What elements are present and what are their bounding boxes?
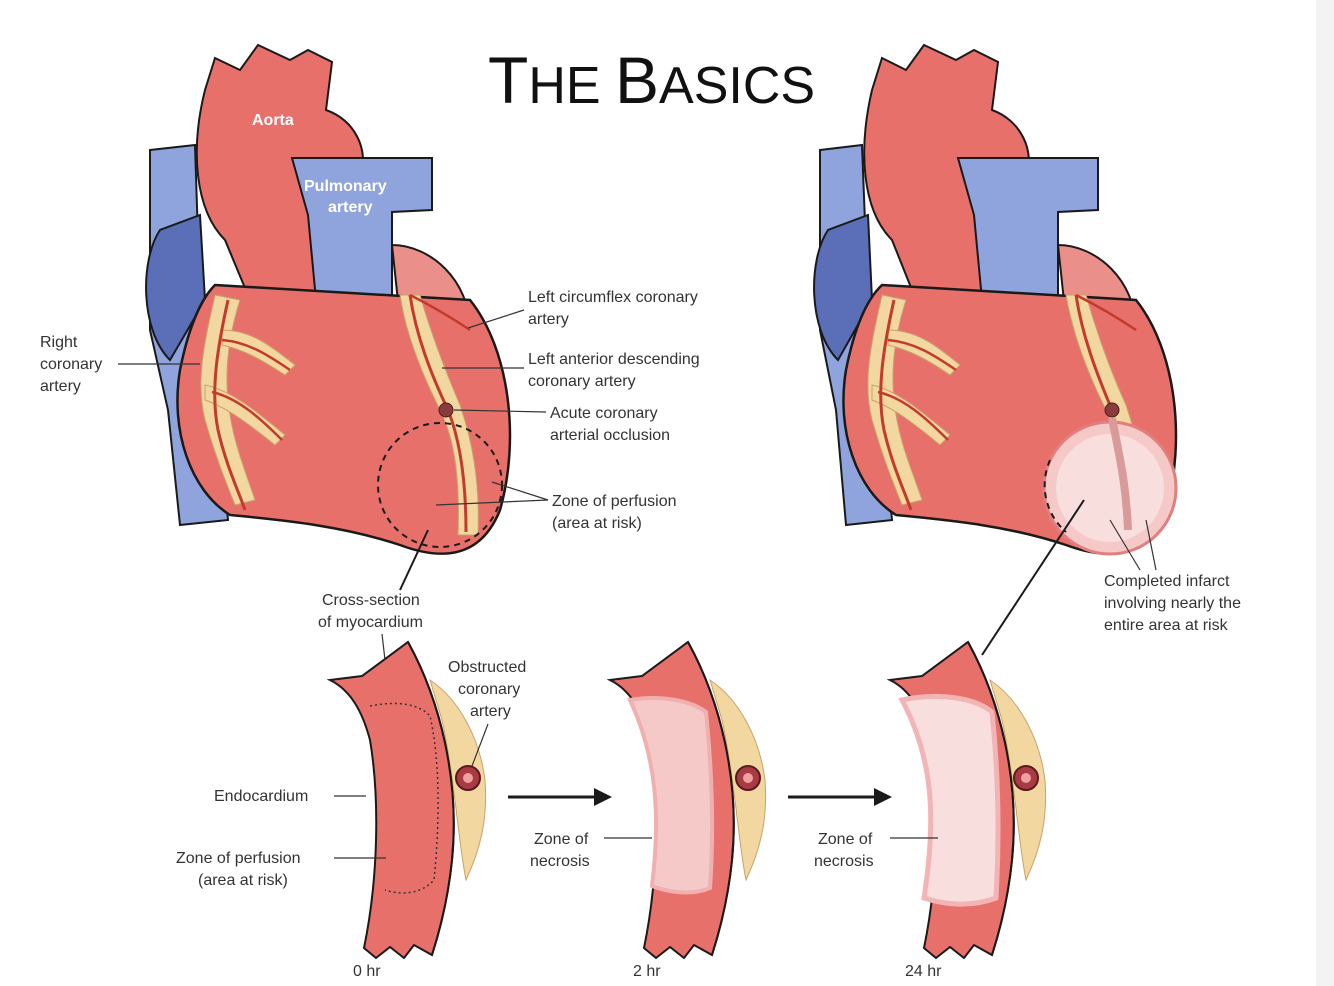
label-necrosis-b2: necrosis: [814, 853, 874, 870]
label-time-2: 2 hr: [633, 963, 661, 980]
leader-zone-perfusion-b: [435, 499, 549, 506]
fat-branch-right-2: [871, 384, 951, 446]
section-2hr-artery-lumen: [743, 773, 753, 783]
fat-branch-left-2: [204, 384, 286, 446]
leader-cross-section-down: [381, 633, 386, 661]
lad-artery-right: [1074, 294, 1114, 411]
right-coronary-artery-right: [879, 299, 913, 511]
arrow-2-to-24: [788, 788, 892, 806]
circumflex-artery-right: [1075, 293, 1137, 332]
infarct-dash-right: [1043, 459, 1067, 533]
label-zone-perfusion-2: (area at risk): [552, 515, 642, 532]
infarct-vessel-right: [1108, 417, 1132, 531]
rca-branch-right: [877, 338, 957, 441]
label-zone-perfusion-b2: (area at risk): [198, 872, 288, 889]
label-right-coronary-2: coronary: [40, 356, 102, 373]
label-obstructed-1: Obstructed: [448, 659, 526, 676]
left-heart: [145, 43, 512, 555]
slide-edge: [1316, 0, 1334, 986]
label-completed-1: Completed infarct: [1104, 573, 1230, 590]
title-first-big: T: [488, 43, 528, 117]
fat-right-coronary-right: [867, 294, 923, 506]
leader-obstructed: [471, 723, 489, 767]
label-time-0: 0 hr: [353, 963, 381, 980]
label-necrosis-a2: necrosis: [530, 853, 590, 870]
fat-lad-left: [399, 294, 479, 536]
occlusion-marker-right: [1104, 402, 1120, 418]
label-aorta: Aorta: [252, 112, 294, 129]
label-pulmonary-1: Pulmonary: [304, 178, 387, 195]
leader-infarct-to-section: [981, 499, 1085, 656]
label-obstructed-2: coronary: [458, 681, 520, 698]
arrow-0-to-2: [508, 788, 612, 806]
slide-title: THE BASICS: [488, 43, 815, 117]
cross-section-2hr: [606, 640, 767, 960]
label-circumflex-1: Left circumflex coronary: [528, 289, 698, 306]
label-time-24: 24 hr: [905, 963, 942, 980]
leader-zone-perfusion-a: [491, 481, 549, 501]
title-first-small: HE: [528, 57, 615, 115]
cross-section-0hr: [326, 640, 487, 960]
right-heart: [813, 43, 1178, 556]
pulmonary-artery-left: [290, 157, 433, 301]
section-0hr-epicardium: [407, 641, 455, 956]
leader-circumflex: [467, 309, 525, 329]
section-24hr-necrosis: [898, 693, 1001, 907]
section-24hr-artery-lumen: [1021, 773, 1031, 783]
infarct-core-right: [1056, 434, 1164, 542]
label-zone-perfusion-b1: Zone of perfusion: [176, 850, 301, 867]
leader-completed-a: [1109, 519, 1141, 571]
label-endocardium: Endocardium: [214, 788, 308, 805]
label-lad-2: coronary artery: [528, 373, 636, 390]
label-cross-section-1: Cross-section: [322, 592, 420, 609]
pulmonary-artery-right: [956, 157, 1099, 301]
label-right-coronary-1: Right: [40, 334, 78, 351]
label-circumflex-2: artery: [528, 311, 569, 328]
section-2hr-epicardium: [687, 641, 735, 956]
leader-cross-section: [399, 529, 429, 591]
label-completed-3: entire area at risk: [1104, 617, 1229, 634]
label-occlusion-1: Acute coronary: [550, 405, 658, 422]
label-necrosis-b1: Zone of: [818, 831, 873, 848]
label-lad-1: Left anterior descending: [528, 351, 700, 368]
label-occlusion-2: arterial occlusion: [550, 427, 670, 444]
label-completed-2: involving nearly the: [1104, 595, 1241, 612]
title-second-big: B: [615, 43, 659, 117]
section-24hr-epicardium: [967, 641, 1015, 956]
section-2hr-necrosis: [627, 696, 715, 895]
occlusion-marker-left: [438, 402, 454, 418]
label-zone-perfusion-1: Zone of perfusion: [552, 493, 677, 510]
leader-completed-b: [1145, 519, 1157, 571]
cross-section-24hr: [886, 640, 1047, 960]
section-0hr-artery-lumen: [463, 773, 473, 783]
label-pulmonary-2: artery: [328, 199, 373, 216]
right-coronary-artery-left: [213, 299, 247, 511]
label-necrosis-a1: Zone of: [534, 831, 589, 848]
circumflex-artery-left: [409, 293, 471, 332]
leader-occlusion: [453, 409, 547, 413]
label-right-coronary-3: artery: [40, 378, 81, 395]
rca-branch-left: [211, 338, 291, 441]
title-second-small: ASICS: [659, 57, 815, 115]
label-cross-section-2: of myocardium: [318, 614, 423, 631]
right-atrium-left: [145, 213, 207, 362]
label-obstructed-3: artery: [470, 703, 511, 720]
section-0hr-dotted: [369, 702, 439, 894]
